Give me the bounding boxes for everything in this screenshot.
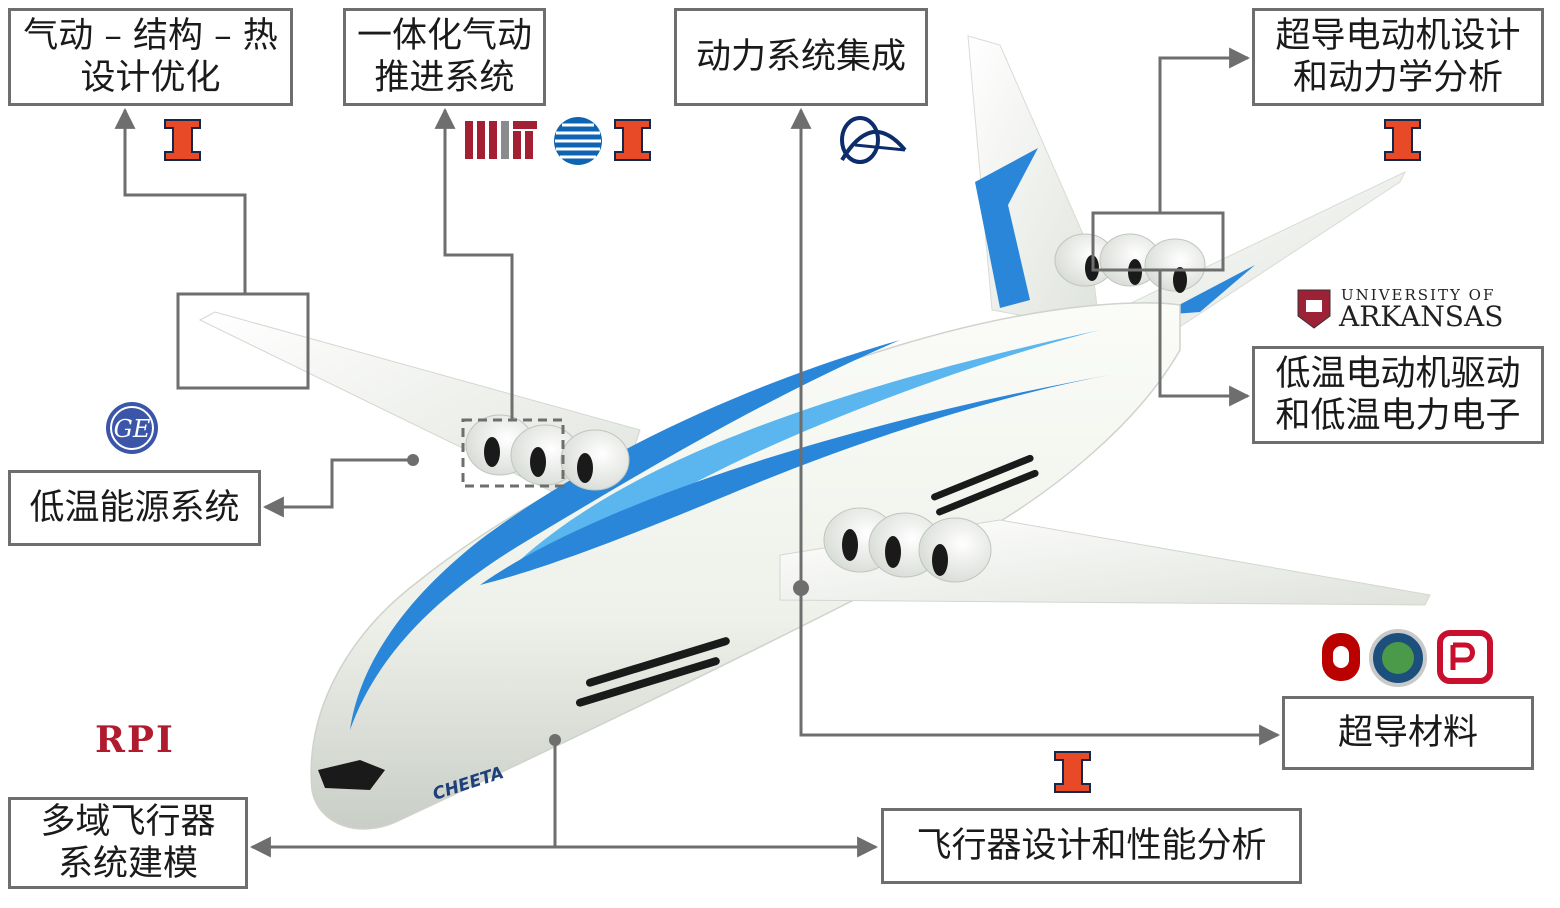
label-sc-materials: 超导材料 xyxy=(1282,696,1534,770)
label-aircraft-design: 飞行器设计和性能分析 xyxy=(881,808,1302,884)
cabin-windows xyxy=(575,454,1039,707)
boeing-logo-icon xyxy=(840,116,907,164)
label-integrated-propulsion: 一体化气动 推进系统 xyxy=(343,8,546,106)
connector-cryo-energy xyxy=(262,458,413,518)
ge-logo-icon: GE xyxy=(106,402,158,454)
label-aero-struct-thermal: 气动 – 结构 – 热 设计优化 xyxy=(8,8,293,106)
connector-aero xyxy=(114,107,247,294)
cockpit-window xyxy=(318,760,385,790)
illinois-logo-icon xyxy=(164,119,201,161)
illinois-logo-icon xyxy=(614,119,651,161)
rear-engines xyxy=(1054,233,1206,293)
arkansas-logo-line1: UNIVERSITY OF xyxy=(1341,286,1495,304)
globe-logo-icon xyxy=(554,117,602,165)
rear-engine-highlight xyxy=(1091,211,1225,272)
rpi-logo-text: RPI xyxy=(95,719,175,761)
connector-drive xyxy=(1158,270,1251,407)
arkansas-logo-icon xyxy=(1297,289,1331,329)
right-wing-engines xyxy=(823,507,992,583)
connector-dot-fuselage xyxy=(549,734,561,746)
label-power-integration: 动力系统集成 xyxy=(674,8,928,106)
illinois-logo-icon xyxy=(1384,119,1421,161)
label-multidomain-modeling: 多域飞行器 系统建模 xyxy=(8,797,248,889)
illinois-logo-icon xyxy=(1054,751,1091,793)
nasa-seal-icon xyxy=(1369,629,1427,687)
connector-materials xyxy=(799,590,1281,746)
left-wingtip-highlight xyxy=(176,292,310,390)
connector-propulsion xyxy=(434,107,514,420)
ge-logo-text: GE xyxy=(114,415,151,443)
connector-dot-wing xyxy=(407,454,419,466)
connector-motor xyxy=(1158,47,1251,213)
famu-fsu-logo-icon xyxy=(1437,630,1493,684)
aircraft-illustration: CHEETA xyxy=(198,35,1431,830)
mit-logo-icon xyxy=(465,121,537,159)
ohio-state-logo-icon xyxy=(1322,633,1360,681)
connectors xyxy=(114,47,1281,858)
livery-stripe-lower xyxy=(480,375,1110,585)
label-sc-motor-design: 超导电动机设计 和动力学分析 xyxy=(1252,8,1544,106)
tail-livery xyxy=(975,148,1038,308)
arkansas-logo-line2: ARKANSAS xyxy=(1338,300,1503,333)
label-cryo-drive: 低温电动机驱动 和低温电力电子 xyxy=(1252,346,1544,444)
connector-dot-power xyxy=(793,580,809,596)
label-cryo-energy: 低温能源系统 xyxy=(8,470,261,546)
